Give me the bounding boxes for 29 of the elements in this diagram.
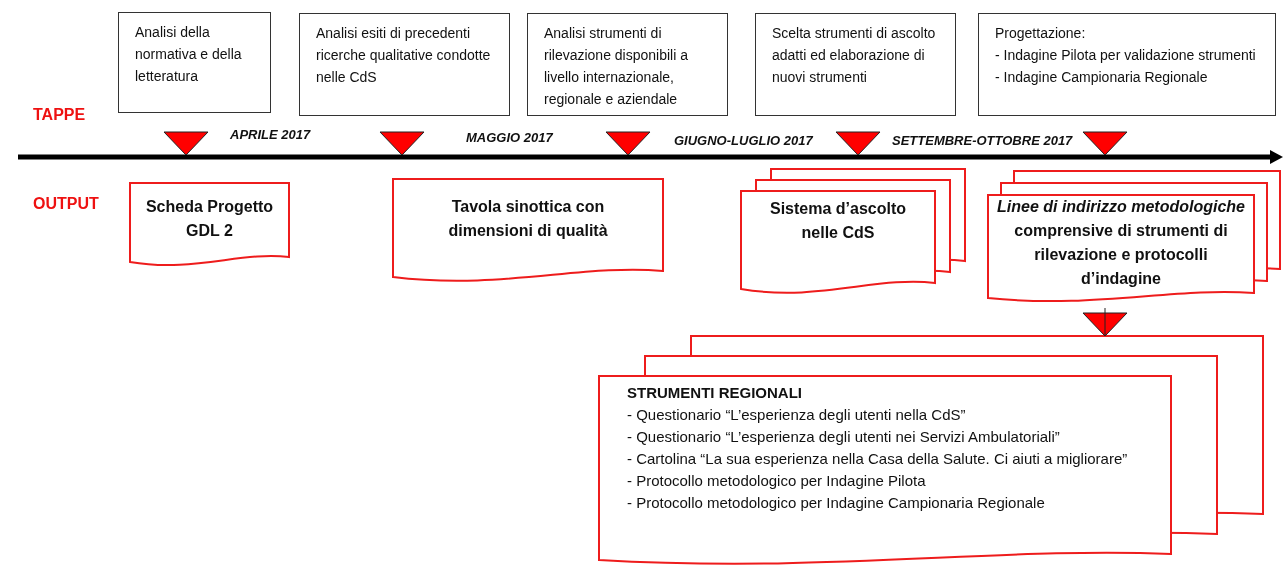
step-box [299, 13, 510, 116]
list-item: - Protocollo metodologico per Indagine Pilota [627, 471, 927, 491]
arrow [1082, 307, 1128, 337]
date-label: APRILE 2017 [230, 127, 311, 142]
step-text: Scelta strumenti di ascolto adatti ed elaborazione di nuovi strumenti [772, 24, 937, 87]
output-text: Tavola sinottica con dimensioni di qualità [447, 197, 609, 241]
step-text: Analisi della normativa e della letteratura [135, 23, 243, 86]
list-item: - Questionario “L’esperienza degli utenti nei Servizi Ambulatoriali” [627, 427, 1061, 447]
step-text: Analisi strumenti di rilevazione disponibili a livello internazionale, regionale e aziendale [544, 24, 689, 109]
section-label: TAPPE [33, 106, 86, 124]
step-box [118, 12, 271, 113]
date-label: MAGGIO 2017 [466, 130, 553, 145]
list-heading: STRUMENTI REGIONALI [627, 383, 803, 403]
step-text: - Indagine Pilota per validazione strumenti [995, 46, 1257, 65]
output-text: Sistema d’ascolto nelle CdS [768, 199, 907, 243]
step-box [978, 13, 1276, 116]
list-item: - Protocollo metodologico per Indagine Campionaria Regionale [627, 493, 1046, 513]
date-label: GIUGNO-LUGLIO 2017 [674, 133, 813, 148]
step-box [527, 13, 728, 116]
output-text: Scheda Progetto GDL 2 [144, 197, 275, 241]
output-text: Linee di indirizzo metodologiche comprensive di strumenti di rilevazione e protocolli d’indagine [996, 197, 1246, 289]
step-text: - Indagine Campionaria Regionale [995, 68, 1209, 87]
step-text: Progettazione: [995, 24, 1087, 43]
list-item: - Questionario “L’esperienza degli utenti nella CdS” [627, 405, 967, 425]
date-label: SETTEMBRE-OTTOBRE 2017 [892, 133, 1073, 148]
step-box [755, 13, 956, 116]
step-text: Analisi esiti di precedenti ricerche qualitative condotte nelle CdS [316, 24, 492, 87]
section-label: OUTPUT [33, 195, 99, 213]
list-item: - Cartolina “La sua esperienza nella Casa della Salute. Ci aiuti a migliorare” [627, 449, 1129, 469]
